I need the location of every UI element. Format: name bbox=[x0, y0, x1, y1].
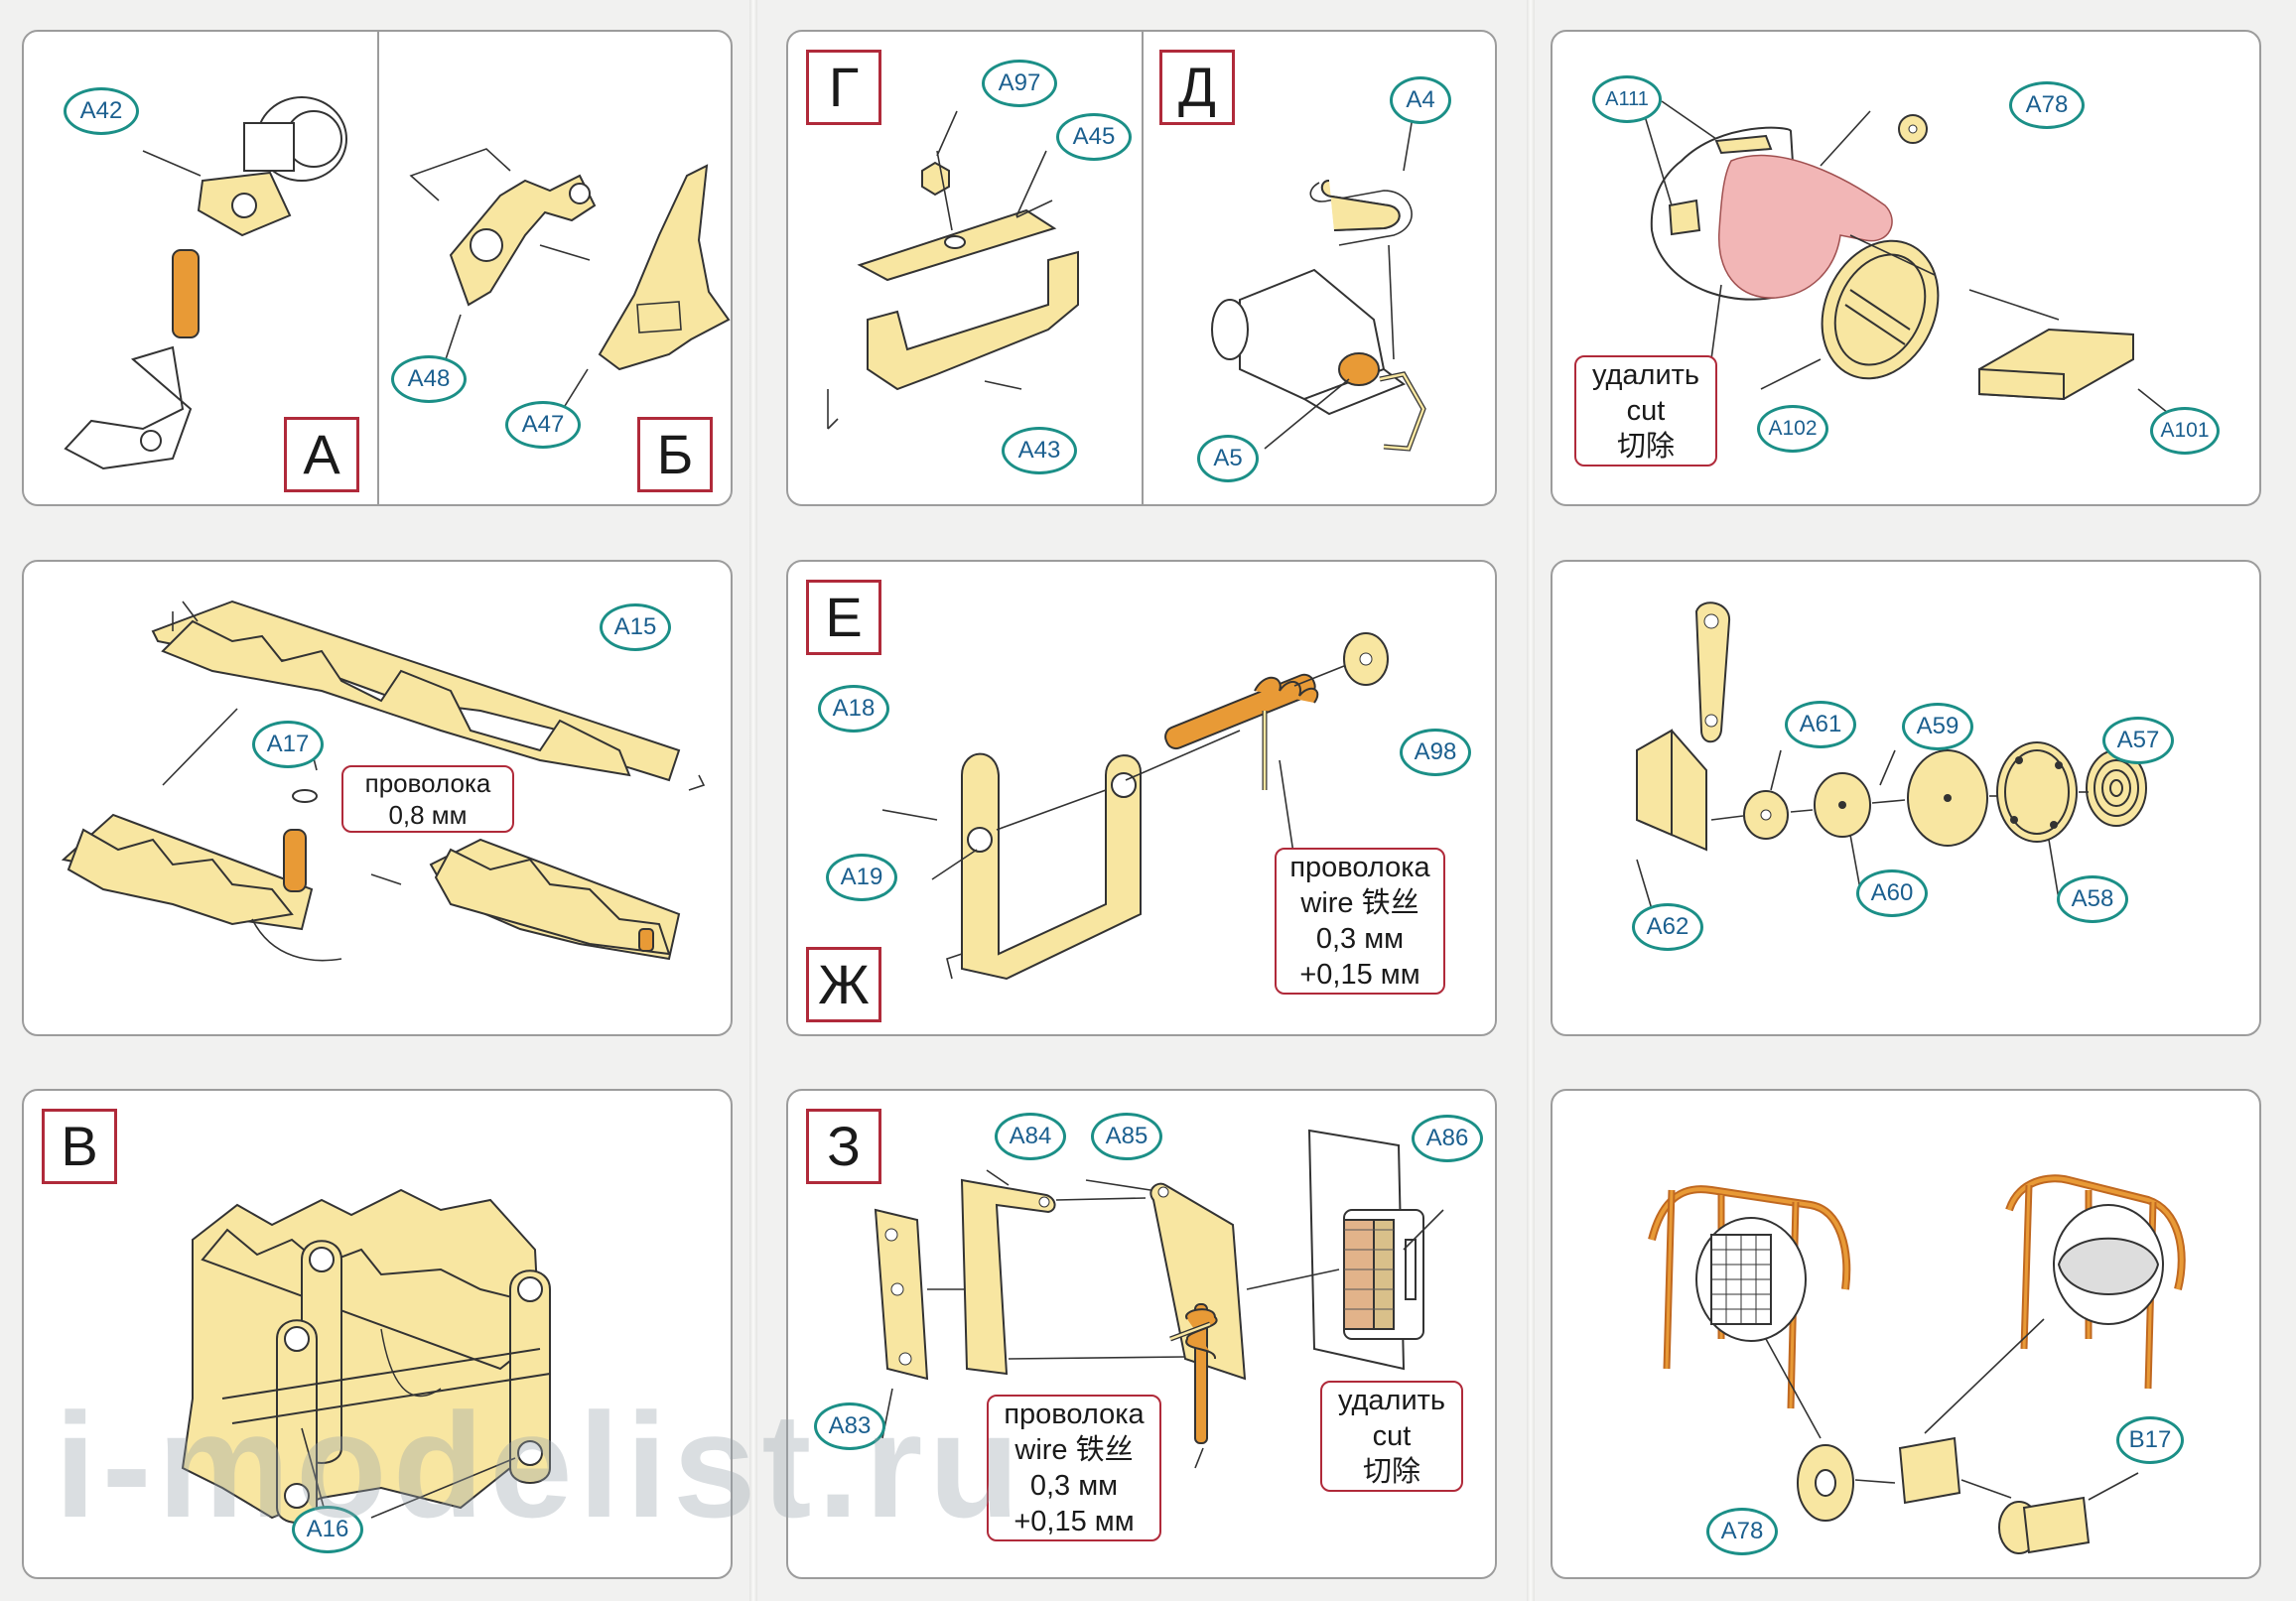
panel-divider bbox=[377, 32, 379, 504]
step-marker: Е bbox=[806, 580, 881, 655]
part-label: A45 bbox=[1056, 113, 1132, 161]
part-label: A86 bbox=[1412, 1115, 1483, 1162]
step-marker: З bbox=[806, 1109, 881, 1184]
part-label: A15 bbox=[600, 603, 671, 651]
part-label: A5 bbox=[1197, 435, 1259, 482]
panel-lamp-guard: B17 A78 bbox=[1551, 1089, 2261, 1579]
part-label: A97 bbox=[982, 60, 1057, 107]
part-label: A19 bbox=[826, 854, 897, 901]
step-marker: В bbox=[42, 1109, 117, 1184]
part-label: A47 bbox=[505, 401, 581, 449]
step-marker: Ж bbox=[806, 947, 881, 1022]
part-label: A17 bbox=[252, 721, 324, 768]
step-marker: Д bbox=[1159, 50, 1235, 125]
diagram-rail-assembly bbox=[61, 600, 706, 962]
panel-steps-g-d: Г Д A97 A45 A43 A4 A5 bbox=[786, 30, 1497, 506]
diagram-headlight-assembly bbox=[1641, 100, 2189, 430]
part-label: A98 bbox=[1400, 729, 1471, 776]
part-label: A78 bbox=[1706, 1508, 1778, 1555]
diagram-lamp-discs bbox=[1636, 601, 2147, 910]
page-fold bbox=[749, 0, 757, 1601]
part-label: A101 bbox=[2150, 407, 2220, 455]
part-label: A85 bbox=[1091, 1113, 1162, 1160]
part-label: A57 bbox=[2102, 717, 2174, 764]
diagram-steps-a-b bbox=[64, 96, 731, 470]
step-marker: Г bbox=[806, 50, 881, 125]
part-label: A102 bbox=[1757, 405, 1828, 453]
diagram-lamp-guard bbox=[1648, 1174, 2186, 1554]
part-label: A42 bbox=[64, 87, 139, 135]
diagram-steps-e-zh bbox=[881, 632, 1389, 981]
panel-divider bbox=[1142, 32, 1144, 504]
part-label: A60 bbox=[1856, 869, 1928, 917]
part-label: A62 bbox=[1632, 903, 1703, 951]
part-label: A58 bbox=[2057, 875, 2128, 923]
panel-steps-a-b: A42 A48 A47 А Б bbox=[22, 30, 733, 506]
panel-lamp-discs: A61 A59 A57 A62 A60 A58 bbox=[1551, 560, 2261, 1036]
part-label: A111 bbox=[1592, 75, 1662, 123]
diagram-step-v bbox=[181, 1188, 551, 1524]
part-label: A83 bbox=[814, 1402, 885, 1450]
diagram-step-z bbox=[874, 1129, 1444, 1469]
step-marker: Б bbox=[637, 417, 713, 492]
part-label: A48 bbox=[391, 355, 467, 403]
part-label: A59 bbox=[1902, 703, 1973, 750]
part-label: A61 bbox=[1785, 701, 1856, 748]
part-label: A43 bbox=[1002, 427, 1077, 474]
part-label: A84 bbox=[995, 1113, 1066, 1160]
part-label: B17 bbox=[2116, 1416, 2184, 1464]
panel-step-v: В A16 bbox=[22, 1089, 733, 1579]
step-marker: А bbox=[284, 417, 359, 492]
part-label: A78 bbox=[2009, 81, 2085, 129]
part-label: A16 bbox=[292, 1506, 363, 1553]
part-label: A18 bbox=[818, 685, 889, 733]
watermark: i-modelist.ru bbox=[55, 1382, 1026, 1548]
part-label: A4 bbox=[1390, 76, 1451, 124]
page-fold bbox=[1527, 0, 1535, 1601]
